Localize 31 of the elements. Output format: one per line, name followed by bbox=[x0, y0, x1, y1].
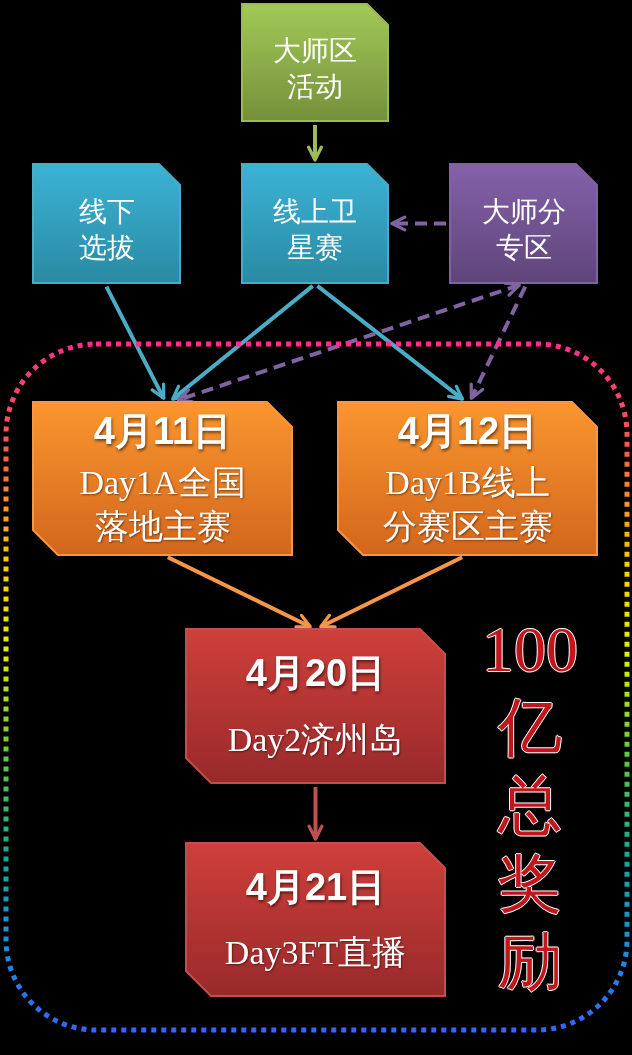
process-box bbox=[241, 163, 389, 284]
arrow bbox=[307, 787, 324, 841]
stage-label: Day1A全国落地主赛 bbox=[78, 463, 247, 547]
dashed-arrow bbox=[390, 215, 446, 232]
date-heading: 4月21日 bbox=[245, 864, 386, 910]
box-label: 线上卫星赛 bbox=[272, 194, 358, 265]
arrow bbox=[171, 284, 314, 401]
arrow bbox=[104, 285, 166, 400]
stage-box bbox=[32, 401, 293, 556]
stage-label: Day2济州岛 bbox=[226, 720, 405, 760]
box-label: 线下选拔 bbox=[77, 194, 136, 265]
stage-label: Day3FT直播 bbox=[223, 933, 408, 974]
prize-text: 100亿总奖励 bbox=[481, 613, 579, 999]
arrow bbox=[319, 555, 464, 629]
dotted-frame bbox=[3, 341, 630, 1033]
arrow bbox=[166, 555, 312, 629]
arrow bbox=[316, 284, 465, 401]
box-label: 大师区活动 bbox=[272, 33, 358, 104]
process-box bbox=[32, 163, 181, 284]
process-box bbox=[449, 163, 598, 284]
box-label: 大师分专区 bbox=[480, 194, 567, 265]
date-heading: 4月12日 bbox=[397, 409, 538, 454]
date-heading: 4月20日 bbox=[245, 651, 386, 696]
arrow bbox=[307, 125, 323, 162]
date-heading: 4月11日 bbox=[93, 409, 232, 454]
stage-box bbox=[337, 401, 598, 556]
dashed-arrow bbox=[469, 285, 527, 400]
stage-label: Day1B线上分赛区主赛 bbox=[381, 463, 554, 547]
stage-box bbox=[185, 842, 446, 997]
stage-box bbox=[185, 628, 446, 784]
process-box bbox=[241, 3, 389, 122]
